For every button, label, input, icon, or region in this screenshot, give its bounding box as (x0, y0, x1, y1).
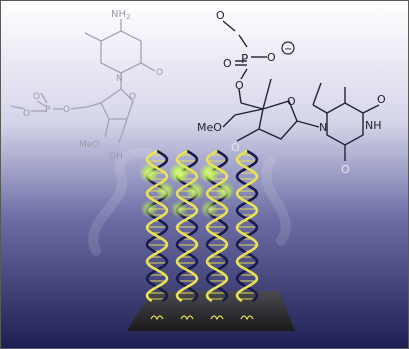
dna-helix-4 (235, 149, 259, 303)
left-phosphate-o3-label: O (23, 109, 30, 119)
right-phosphate-o-top-label: O (216, 9, 225, 22)
left-meo-label: MeO (79, 140, 99, 150)
fluorescent-glow (170, 200, 188, 218)
right-phosphate-o-bottom-label: O (235, 79, 244, 92)
left-carbonyl-o-label: O (156, 68, 163, 78)
right-linker-o-label: O (231, 141, 240, 154)
left-sugar-o-label: O (129, 92, 136, 102)
anchor-mark (150, 315, 164, 321)
left-ring-n-label: N (116, 74, 123, 84)
right-carbonyl-o-bottom-label: O (341, 163, 350, 176)
anchor-mark (180, 315, 194, 321)
dna-strand-yellow (145, 149, 169, 303)
fluorescent-glow (185, 181, 205, 201)
surface-anchor-marks (150, 315, 254, 321)
right-sugar-o-label: O (287, 95, 296, 108)
right-phosphate-o-left-label: O (223, 57, 232, 70)
dna-strand-yellow (175, 149, 199, 303)
right-meo-label: MeO (197, 121, 222, 134)
smoke-shape (88, 147, 291, 256)
fluorescent-glow (140, 200, 158, 218)
right-ring-n-label: N (319, 121, 327, 134)
right-phosphate-o-right-label: O (267, 51, 276, 64)
dna-strand-dark (235, 149, 259, 303)
right-molecule-labels: O P O O O − O MeO O N NH O O (197, 9, 386, 176)
right-minus-charge-circle (281, 41, 295, 55)
left-molecule (10, 19, 156, 144)
fluorescent-glow (168, 162, 190, 184)
right-molecule (222, 20, 380, 161)
left-molecule-labels: NH2 N O O O P O O OH MeO (23, 9, 163, 162)
fluorescent-label-group (138, 162, 235, 218)
right-carbonyl-o-top-label: O (377, 93, 386, 106)
left-amine-label: NH2 (111, 9, 130, 21)
fluorescent-glow (200, 200, 218, 218)
left-hydroxyl-label: OH (109, 152, 123, 162)
right-minus-charge-label: − (284, 44, 292, 55)
fluorescent-glow (138, 162, 160, 184)
substrate-surface (127, 291, 295, 331)
anchor-mark (210, 315, 224, 321)
fluorescent-glow (155, 181, 175, 201)
dna-strand-yellow (235, 149, 259, 303)
right-phosphate-p-label: P (241, 52, 248, 66)
fluorescent-glow (215, 181, 235, 201)
fluorescent-glow (198, 162, 220, 184)
anchor-mark (240, 315, 254, 321)
left-phosphate-p-label: P (45, 105, 51, 115)
dna-strand-yellow (205, 149, 229, 303)
right-nh-label: NH (365, 119, 382, 132)
left-phosphate-o1-label: O (63, 105, 70, 115)
left-phosphate-o2-label: O (33, 92, 40, 102)
